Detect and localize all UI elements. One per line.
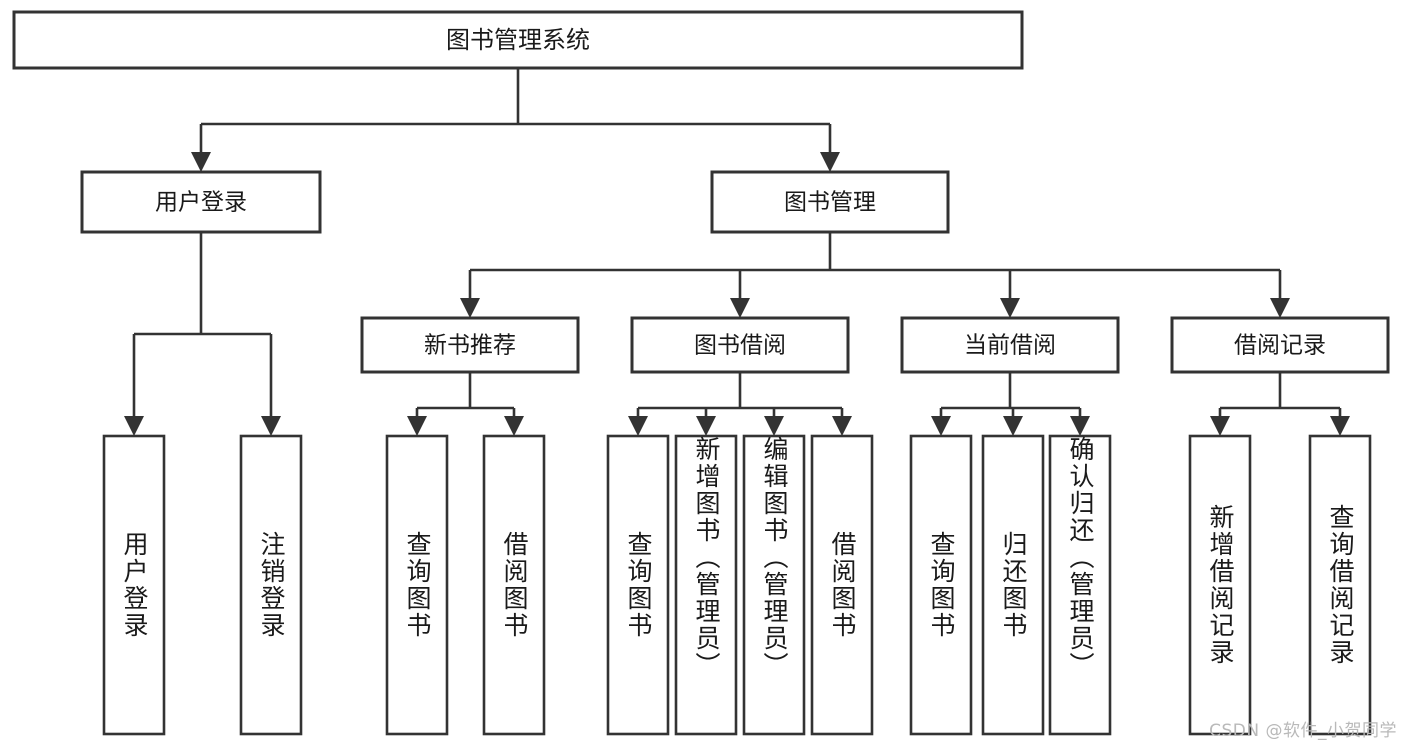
arrowhead-to-leaf-add-book (696, 416, 716, 436)
node-new-book-rec[interactable]: 新书推荐 (360, 316, 580, 374)
arrowhead-to-leaf-query-book-b (628, 416, 648, 436)
leaf-box-edit-book[interactable] (742, 434, 806, 736)
arrowhead-to-leaf-edit-book (764, 416, 784, 436)
leaf-box-layer (102, 434, 1372, 736)
leaf-box-add-record[interactable] (1188, 434, 1252, 736)
arrowhead-to-leaf-return-book (1003, 416, 1023, 436)
watermark-text: CSDN @软件_小贺同学 (1209, 721, 1397, 741)
leaf-box-borrow-book-rec[interactable] (482, 434, 546, 736)
node-current-borrow-box[interactable] (900, 316, 1120, 374)
arrowhead-to-currentborrow (1000, 298, 1020, 318)
node-user-login-box[interactable] (80, 170, 322, 234)
node-root-label: 图书管理系统 (446, 26, 590, 54)
node-current-borrow[interactable]: 当前借阅 (900, 316, 1120, 374)
arrowhead-to-leaf-borrow-book-b (832, 416, 852, 436)
leaf-box-query-record[interactable] (1308, 434, 1372, 736)
arrowhead-layer (124, 152, 1350, 436)
leaf-box-confirm-return[interactable] (1048, 434, 1112, 736)
leaf-box-return-book[interactable] (981, 434, 1045, 736)
leaf-box-user-login[interactable] (102, 434, 166, 736)
node-user-login[interactable]: 用户登录 (80, 170, 322, 234)
node-root-system[interactable]: 图书管理系统 (12, 10, 1024, 70)
arrowhead-to-leaf-confirm-return (1070, 416, 1090, 436)
node-root-box[interactable] (12, 10, 1024, 70)
arrowhead-to-borrowrecord (1270, 298, 1290, 318)
node-book-borrow[interactable]: 图书借阅 (630, 316, 850, 374)
arrowhead-to-book-manage (820, 152, 840, 172)
node-book-borrow-label: 图书借阅 (694, 333, 786, 359)
node-borrow-record-box[interactable] (1170, 316, 1390, 374)
arrowhead-to-leaf-query-book-rec (407, 416, 427, 436)
node-borrow-record[interactable]: 借阅记录 (1170, 316, 1390, 374)
node-book-manage-label: 图书管理 (784, 190, 876, 216)
node-new-book-rec-box[interactable] (360, 316, 580, 374)
node-book-manage-box[interactable] (710, 170, 950, 234)
leaf-box-query-book-b[interactable] (606, 434, 670, 736)
node-new-book-rec-label: 新书推荐 (424, 333, 516, 359)
arrowhead-to-leaf-user-logout (261, 416, 281, 436)
leaf-box-query-book-rec[interactable] (385, 434, 449, 736)
arrowhead-to-leaf-user-login (124, 416, 144, 436)
node-current-borrow-label: 当前借阅 (964, 333, 1056, 359)
node-book-borrow-box[interactable] (630, 316, 850, 374)
arrowhead-to-newbook (460, 298, 480, 318)
node-user-login-label: 用户登录 (155, 190, 247, 216)
leaf-box-add-book[interactable] (674, 434, 738, 736)
arrowhead-to-user-login (191, 152, 211, 172)
arrowhead-to-leaf-query-record (1330, 416, 1350, 436)
arrowhead-to-leaf-add-record (1210, 416, 1230, 436)
node-borrow-record-label: 借阅记录 (1234, 333, 1326, 359)
arrowhead-to-leaf-query-book-c (931, 416, 951, 436)
arrowhead-to-leaf-borrow-book-rec (504, 416, 524, 436)
leaf-box-user-logout[interactable] (239, 434, 303, 736)
leaf-box-query-book-c[interactable] (909, 434, 973, 736)
leaf-box-borrow-book-b[interactable] (810, 434, 874, 736)
node-book-manage[interactable]: 图书管理 (710, 170, 950, 234)
arrowhead-to-bookborrow (730, 298, 750, 318)
